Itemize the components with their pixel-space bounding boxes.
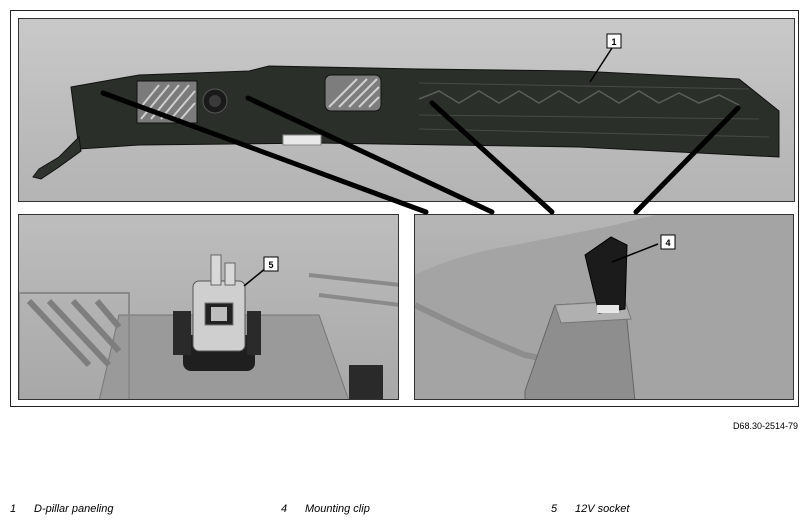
photo-12v-socket bbox=[18, 214, 399, 400]
legend-label: D-pillar paneling bbox=[34, 503, 114, 515]
legend-label: Mounting clip bbox=[305, 503, 370, 515]
mounting-clip-illustration bbox=[415, 215, 793, 399]
d-pillar-paneling-illustration bbox=[32, 65, 780, 180]
legend-label: 12V socket bbox=[575, 503, 630, 515]
legend-number: 4 bbox=[281, 503, 288, 515]
legend-item-4: 4 Mounting clip bbox=[281, 503, 370, 515]
legend-item-5: 5 12V socket bbox=[551, 503, 629, 515]
legend-item-1: 1 D-pillar paneling bbox=[10, 503, 114, 515]
photo-d-pillar-paneling bbox=[18, 18, 795, 202]
document-id: D68.30-2514-79 bbox=[732, 421, 798, 431]
photo-mounting-clip bbox=[414, 214, 794, 400]
socket-illustration bbox=[19, 254, 398, 399]
legend-number: 5 bbox=[551, 503, 558, 515]
legend-number: 1 bbox=[10, 503, 17, 515]
